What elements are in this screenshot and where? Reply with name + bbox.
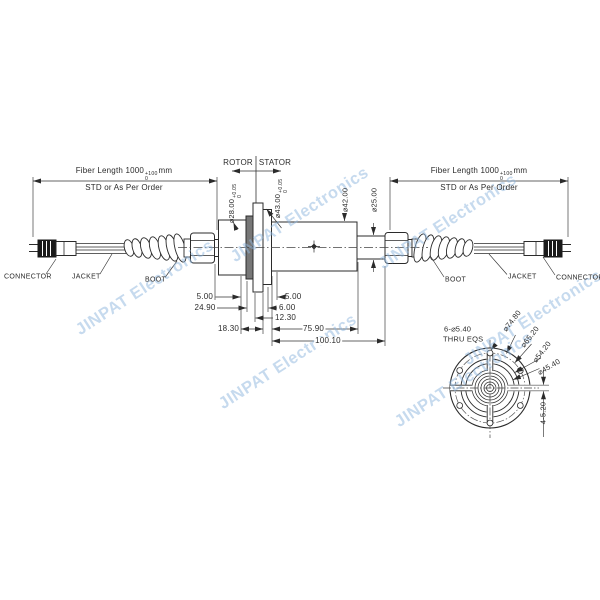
fiber-length-right-note: STD or As Per Order	[440, 183, 518, 192]
boot-label-left: BOOT	[145, 276, 167, 284]
bolt-note-leader	[490, 342, 498, 351]
dim-5-right: 5.00	[285, 291, 302, 301]
bolt-note-line1: 6-⌀5.40	[444, 324, 472, 334]
dimensions	[32, 156, 569, 346]
left-ferrule-pins	[29, 244, 38, 252]
bolt-note-line2: THRU EQS	[443, 334, 484, 344]
left-coupling	[55, 241, 77, 256]
right-jacket-lines	[474, 243, 524, 254]
fiber-left-ext-lines	[32, 177, 218, 237]
d74-leader	[506, 334, 516, 354]
left-boot-coils	[123, 233, 187, 263]
lower-ext-lines	[214, 262, 386, 346]
end-view	[443, 334, 550, 438]
tolerance-plus: +100	[145, 171, 158, 178]
right-boot-coils	[413, 233, 474, 263]
slot-width-label: 4-5.20	[538, 401, 548, 425]
d45-leader	[512, 368, 540, 381]
dia-42-label: ⌀42.00	[340, 187, 350, 213]
fiber-length-left-note: STD or As Per Order	[85, 183, 163, 192]
right-connector-ribs	[548, 241, 557, 256]
jacket-label-left: JACKET	[72, 273, 101, 280]
d28-leader	[233, 222, 239, 231]
d43-leader	[266, 208, 282, 229]
right-ferrule-pins	[562, 244, 571, 252]
fiber-right-ext-lines	[389, 177, 569, 237]
dia-25-label: ⌀25.00	[369, 187, 379, 213]
d54-leader	[514, 357, 542, 373]
left-jacket-lines	[76, 243, 126, 254]
dim-6: 6.00	[279, 302, 296, 312]
end-view-dims	[490, 334, 546, 437]
rotor-label: ROTOR	[223, 158, 253, 167]
dim-24-90: 24.90	[194, 302, 216, 312]
left-connector-ribs	[42, 241, 51, 256]
callout-leaders	[45, 253, 556, 278]
d65-leader	[514, 343, 532, 364]
boot-label-right: BOOT	[445, 276, 467, 283]
dim-12-30: 12.30	[275, 312, 297, 322]
dim-18-30: 18.30	[217, 323, 239, 333]
connector-label-left: CONNECTOR	[4, 273, 52, 280]
right-coupling	[523, 241, 545, 256]
connector-label-right: CONNECTOR	[556, 274, 600, 281]
jacket-label-right: JACKET	[508, 273, 537, 280]
dim-75-90: 75.90	[301, 323, 326, 333]
stator-label: STATOR	[258, 158, 292, 167]
tolerance-plus: +100	[500, 171, 513, 178]
dim-5-left: 5.00	[196, 291, 213, 301]
right-cable	[411, 233, 571, 263]
dim-100-10: 100.10	[314, 335, 342, 345]
side-view	[29, 156, 571, 346]
left-cable	[29, 232, 219, 264]
